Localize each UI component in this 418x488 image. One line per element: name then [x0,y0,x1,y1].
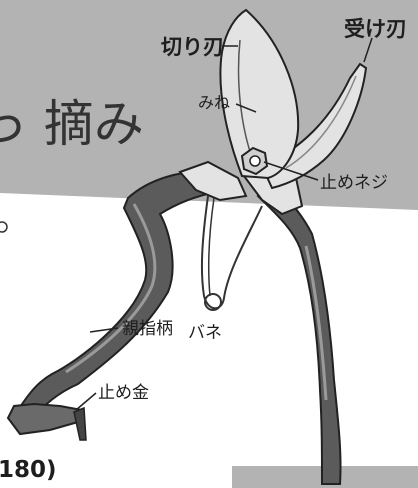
thumb-handle-highlight [65,203,157,374]
spring-coil [204,293,222,311]
label-cutting-blade: 切り刃 [161,35,224,59]
partial-circle-mark [0,221,8,233]
label-stop-screw: 止めネジ [320,173,388,193]
thumb-handle-metal [178,160,248,202]
leader-thumb-handle [89,327,119,333]
receiving-blade-edge [285,75,357,169]
label-spring: バネ [188,323,222,343]
heading-fragment: っ 摘み [0,95,144,153]
leader-stop-screw [263,161,319,181]
leader-stopper [75,392,97,411]
label-stopper: 止め金 [98,383,149,403]
bottom-fragment: 180) [0,457,57,483]
main-handle-highlight [304,245,328,401]
spring-inner [208,197,215,297]
label-receiving-blade: 受け刃 [344,17,407,41]
leader-spine [235,103,257,113]
stop-screw-center [249,155,261,167]
stopper-hook [73,406,87,441]
main-handle [256,180,342,485]
label-spine: みね [198,93,230,112]
leader-receiving-blade [363,37,373,63]
spring [200,195,263,310]
label-thumb-handle: 親指柄 [122,319,173,339]
stopper [6,402,84,436]
